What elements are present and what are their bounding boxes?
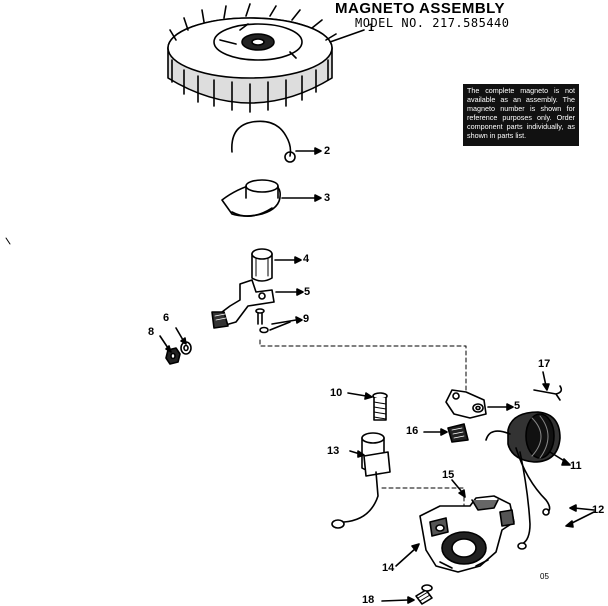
- part-number-label: 2: [324, 145, 331, 157]
- screw-part-9: [255, 308, 269, 334]
- part-number-label: 18: [362, 594, 375, 606]
- part-number-label: 12: [592, 504, 605, 516]
- availability-note: The complete magneto is not available as…: [463, 84, 579, 146]
- part-number-label: 8: [148, 326, 155, 338]
- part-number-label: 6: [163, 312, 170, 324]
- flywheel-part: [167, 3, 337, 113]
- condenser-part: [331, 432, 391, 529]
- part-number-label: 10: [330, 387, 343, 399]
- part-number-label: 3: [324, 192, 331, 204]
- part-number-label: 16: [406, 425, 419, 437]
- ignition-coil-part: [485, 411, 561, 550]
- wire-clip-part: [231, 120, 292, 157]
- ground-spring-part: [447, 423, 469, 443]
- washer-part: [180, 341, 192, 355]
- part-number-label: 5: [514, 400, 521, 412]
- spring-clip-part: [533, 385, 563, 401]
- bracket-part-upper: [211, 279, 275, 329]
- part-number-label: 11: [570, 460, 582, 472]
- part-number-label: 15: [442, 469, 455, 481]
- part-number-label: 17: [538, 358, 551, 370]
- screw-part-10: [372, 392, 388, 421]
- armature-housing-part: [419, 495, 515, 573]
- part-number-label: 4: [303, 253, 310, 265]
- bracket-part-lower: [445, 389, 487, 419]
- diagram-title: MAGNETO ASSEMBLY: [335, 0, 505, 17]
- part-number-label: 14: [382, 562, 395, 574]
- part-number-label: 5: [304, 286, 311, 298]
- flywheel-key-part: [221, 179, 281, 217]
- screw-part-18: [415, 584, 433, 605]
- part-number-label: 13: [327, 445, 340, 457]
- drawing-code: 05: [540, 572, 549, 581]
- model-number: MODEL NO. 217.585440: [355, 16, 510, 30]
- part-number-label: 1: [368, 22, 375, 34]
- part-number-label: 9: [303, 313, 310, 325]
- bushing-part: [251, 248, 273, 282]
